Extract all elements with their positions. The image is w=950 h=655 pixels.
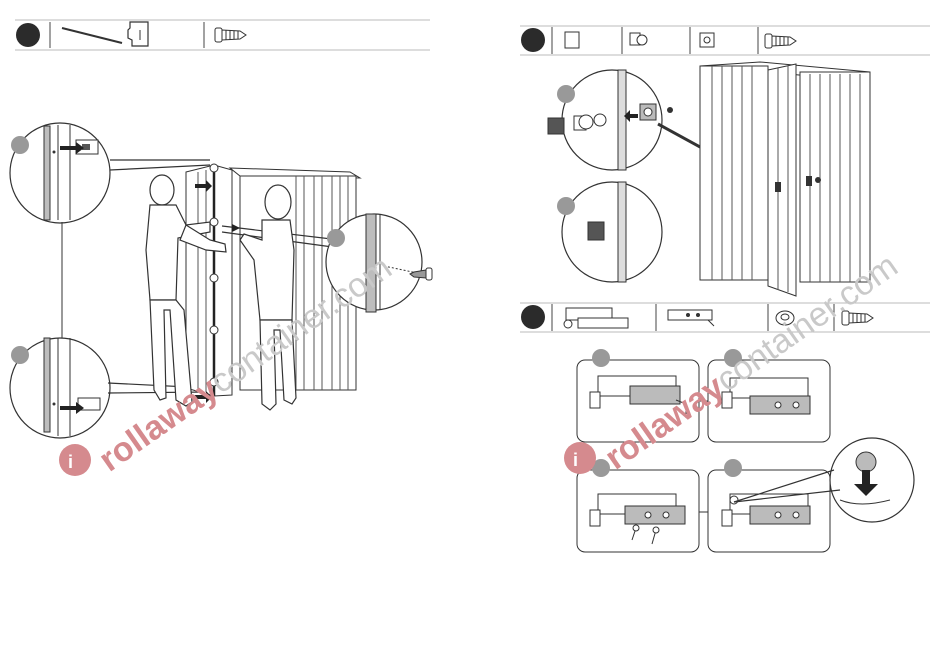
door-panel-icon [128, 22, 148, 46]
lock-plate-icon [700, 33, 714, 47]
detail-circle-latch-installed [557, 182, 662, 282]
right-step-header-top [520, 26, 930, 55]
detail-marker [592, 349, 610, 367]
detail-marker [557, 197, 575, 215]
left-step-header [15, 20, 430, 50]
detail-marker [557, 85, 575, 103]
detail-panel-d [708, 459, 830, 552]
latch-bracket-icon [630, 33, 647, 45]
detail-circle-top-hinge [10, 123, 110, 223]
detail-circle-nut [830, 438, 914, 522]
detail-marker [11, 136, 29, 154]
screw-icon-right-top [765, 34, 796, 48]
shed-right-drawing [700, 62, 870, 296]
right-step-header-bottom [520, 303, 930, 332]
detail-marker [327, 229, 345, 247]
left-step-number-badge [16, 23, 40, 47]
right-step-number-badge-top [521, 28, 545, 52]
screw-icon-left [215, 28, 246, 42]
detail-circle-bottom-hinge [10, 338, 110, 438]
detail-circle-latch-assembly [548, 70, 673, 170]
detail-marker [724, 459, 742, 477]
svg-text:i: i [68, 452, 73, 472]
svg-text:i: i [573, 450, 578, 470]
rod-icon [62, 28, 122, 43]
square-cap-icon [565, 32, 579, 48]
rail-assembly-icon [564, 308, 628, 328]
hinge-bracket-icon [668, 310, 714, 326]
detail-marker [11, 346, 29, 364]
right-step-number-badge-bottom [521, 305, 545, 329]
detail-panel-c [577, 459, 699, 552]
